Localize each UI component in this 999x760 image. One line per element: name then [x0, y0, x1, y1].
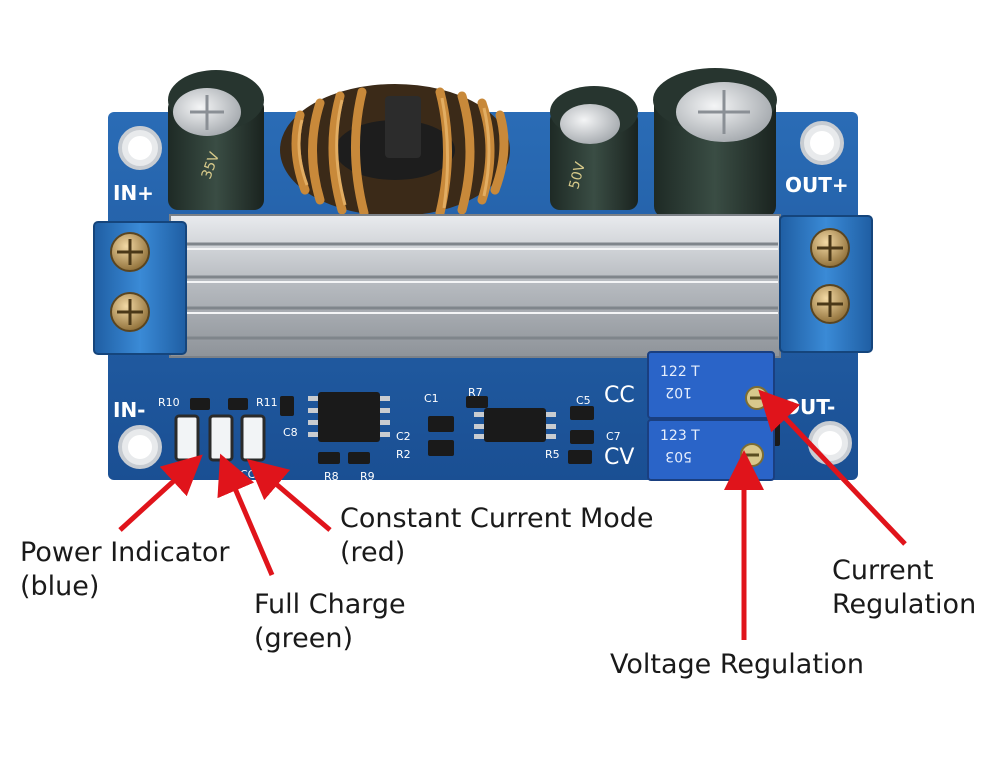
silk-led-cc: CC — [240, 468, 256, 481]
svg-text:122 T: 122 T — [660, 364, 700, 380]
label-current-regulation: Current Regulation — [832, 555, 977, 620]
silk-cc: CC — [604, 383, 635, 408]
silk-c8: C8 — [283, 426, 298, 439]
arrow-full-charge — [217, 453, 275, 576]
arrow-current-regulation — [758, 389, 907, 546]
heatsink — [169, 214, 781, 358]
label-voltage-regulation: Voltage Regulation — [610, 649, 865, 680]
smd-components — [190, 396, 780, 464]
silk-c7: C7 — [606, 430, 621, 443]
voltage-trimmer: 123 T 503 — [647, 419, 775, 481]
svg-text:50V: 50V — [566, 160, 589, 191]
silk-out-plus: OUT+ — [785, 173, 849, 197]
silk-r2: R2 — [396, 448, 411, 461]
inductor-coil — [280, 84, 510, 218]
capacitor-output-small: 50V — [550, 86, 638, 210]
current-trimmer: 122 T 102 — [647, 351, 775, 419]
silk-r5: R5 — [545, 448, 560, 461]
ic-chip-right — [474, 408, 556, 442]
silk-out-minus: OUT- — [783, 395, 835, 419]
svg-text:503: 503 — [665, 448, 692, 464]
ic-chip-left — [308, 392, 390, 442]
silk-r9: R9 — [360, 470, 375, 483]
silk-c1: C1 — [424, 392, 439, 405]
capacitor-output-large — [653, 68, 777, 218]
status-leds — [174, 414, 266, 462]
label-full-charge: Full Charge (green) — [254, 589, 406, 654]
silk-r11: R11 — [256, 396, 278, 409]
silk-r8: R8 — [324, 470, 339, 483]
arrow-power-indicator — [118, 454, 203, 532]
led-constant-current — [240, 414, 266, 462]
silk-r10: R10 — [158, 396, 180, 409]
output-terminal-block — [779, 215, 873, 353]
input-terminal-block — [93, 221, 187, 355]
callout-arrows — [118, 389, 907, 640]
silk-c5: C5 — [576, 394, 591, 407]
label-power-indicator: Power Indicator (blue) — [20, 537, 230, 602]
label-constant-current: Constant Current Mode (red) — [340, 503, 654, 568]
silk-r7: R7 — [468, 386, 483, 399]
silk-cv: CV — [604, 445, 634, 470]
silk-in-minus: IN- — [113, 398, 145, 422]
svg-text:123 T: 123 T — [660, 428, 700, 444]
svg-text:102: 102 — [665, 384, 692, 400]
led-power — [174, 414, 200, 462]
capacitor-input: 35V — [168, 70, 264, 210]
arrow-constant-current — [246, 459, 332, 532]
silk-in-plus: IN+ — [113, 181, 154, 205]
led-full-charge — [208, 414, 234, 462]
silk-c2: C2 — [396, 430, 411, 443]
